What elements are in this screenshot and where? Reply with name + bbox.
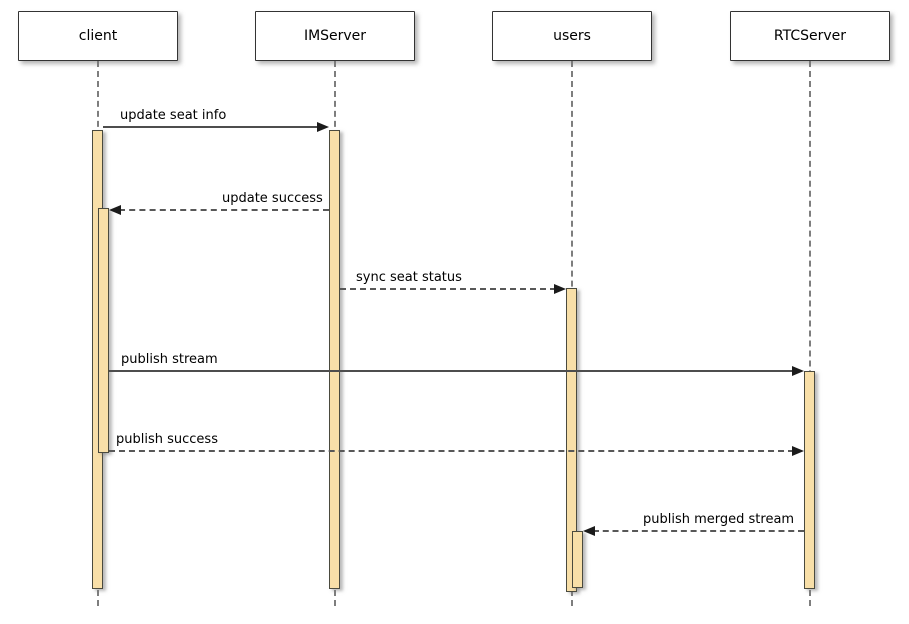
arrowhead-icon-publish-success [792,446,804,456]
activation-bar-imserver [329,130,340,589]
message-line-update-seat-info [103,126,319,128]
message-label-publish-stream: publish stream [121,352,218,367]
participant-box-users: users [492,11,652,61]
message-label-sync-seat-status: sync seat status [356,270,462,285]
message-line-publish-stream [109,370,794,372]
activation-bar-users [572,531,583,588]
message-label-update-seat-info: update seat info [120,108,227,123]
activation-bar-users [566,288,577,592]
message-label-publish-merged-stream: publish merged stream [643,512,795,527]
message-line-sync-seat-status [340,288,556,290]
arrowhead-icon-update-seat-info [317,122,329,132]
arrowhead-icon-publish-merged-stream [583,526,595,536]
arrowhead-icon-update-success [109,205,121,215]
participant-label: users [553,28,591,44]
arrowhead-icon-publish-stream [792,366,804,376]
activation-bar-rtcserver [804,371,815,589]
message-label-publish-success: publish success [116,432,218,447]
arrowhead-icon-sync-seat-status [554,284,566,294]
participant-label: client [78,28,118,44]
message-line-publish-success [109,450,794,452]
lifeline-rtcserver [809,61,811,606]
message-label-update-success: update success [222,191,323,206]
message-line-publish-merged-stream [593,530,804,532]
participant-box-client: client [18,11,178,61]
participant-box-rtcserver: RTCServer [730,11,890,61]
participant-label: RTCServer [773,28,847,44]
participant-label: IMServer [303,28,367,44]
participant-box-imserver: IMServer [255,11,415,61]
message-line-update-success [119,209,329,211]
activation-bar-client [98,208,109,453]
